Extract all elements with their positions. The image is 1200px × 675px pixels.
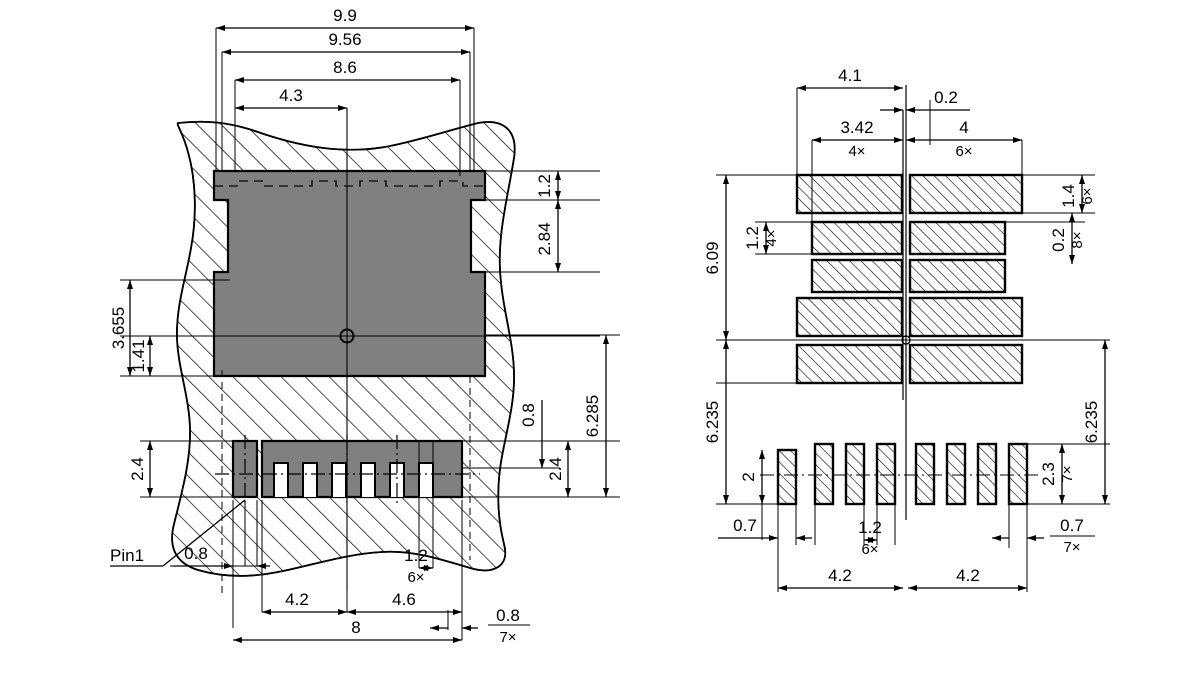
dim-label: 0.8 — [496, 606, 520, 625]
dim-label: 1.2 — [858, 518, 882, 537]
pad — [908, 258, 1007, 294]
dim-label: 2 — [739, 472, 758, 481]
left-view-group: 9.9 9.56 8.6 4.3 3.655 1.41 2.4 1.2 2.84… — [109, 6, 620, 646]
pad — [795, 343, 904, 385]
pad — [945, 442, 967, 506]
pad — [908, 220, 1007, 256]
dim-multiplier: 6× — [407, 569, 424, 586]
connector-slots — [273, 462, 434, 497]
pin1-label: Pin1 — [110, 546, 144, 565]
dim-label: 4.2 — [956, 566, 980, 585]
dim-label: 3.42 — [840, 118, 873, 137]
right-dimension-stack: 1.2 2.84 0.8 2.4 6.285 — [519, 171, 609, 497]
right-top-dimension-stack: 4.1 0.2 3.42 4× 4 6× — [797, 66, 1022, 160]
pad — [976, 442, 998, 506]
pad — [908, 296, 1024, 338]
right-left-dimension-stack: 6.09 1.2 4× 6.235 2 — [703, 175, 780, 504]
pad — [914, 442, 936, 506]
pad — [795, 173, 904, 215]
dim-label: 1.2 — [404, 546, 428, 565]
dim-multiplier: 6× — [955, 143, 972, 160]
pad — [810, 258, 904, 294]
land-pads-upper — [795, 173, 1024, 385]
pad — [810, 220, 904, 256]
dim-label: 2.84 — [535, 222, 554, 255]
dim-label: 6.09 — [703, 241, 722, 274]
dim-label: 9.56 — [328, 30, 361, 49]
dim-label: 9.9 — [333, 6, 357, 25]
dim-label: 6.235 — [1082, 401, 1101, 444]
pad — [776, 448, 798, 506]
extension-lines — [120, 28, 620, 640]
dim-label: 0.2 — [1049, 228, 1068, 252]
left-dimension-stack: 3.655 1.41 2.4 — [109, 280, 153, 497]
dim-label: 1.41 — [129, 339, 148, 372]
dim-label: 2.4 — [128, 457, 147, 481]
bottom-dimension-stack: 0.8 1.2 6× 4.2 4.6 8 0.8 7× — [173, 544, 530, 646]
dim-multiplier: 4× — [848, 143, 865, 160]
dim-label: 6.235 — [703, 401, 722, 444]
dim-multiplier: 4× — [763, 229, 780, 246]
pad — [908, 343, 1024, 385]
dim-label: 3.655 — [109, 307, 128, 350]
center-mark-icon — [901, 335, 911, 345]
pin1-callout: Pin1 — [110, 499, 246, 567]
dim-multiplier: 7× — [499, 629, 516, 646]
connector-body — [215, 435, 480, 505]
dim-label: 2.3 — [1039, 462, 1058, 486]
pad — [795, 296, 904, 338]
dim-label: 6.285 — [583, 395, 602, 438]
dim-multiplier: 7× — [1063, 539, 1080, 556]
dim-label: 0.7 — [733, 516, 757, 535]
pad — [875, 442, 897, 506]
dim-label: 8.6 — [333, 58, 357, 77]
dim-multiplier: 6× — [1079, 187, 1096, 204]
dim-label: 0.2 — [934, 88, 958, 107]
right-bottom-dimension-stack: 0.7 1.2 6× 0.7 7× 4.2 4.2 — [718, 516, 1095, 591]
package-body — [212, 169, 487, 378]
dim-multiplier: 7× — [1059, 465, 1076, 482]
right-right-dimension-stack: 1.4 6× 0.2 8× 2.3 7× 6.235 — [1039, 175, 1108, 504]
top-dimension-stack: 9.9 9.56 8.6 4.3 — [216, 6, 474, 111]
dim-label: 2.4 — [546, 457, 565, 481]
dim-label: 0.8 — [184, 544, 208, 563]
dim-label: 4.1 — [838, 66, 862, 85]
dim-label: 1.2 — [743, 226, 762, 250]
pad — [908, 173, 1024, 215]
right-view-group: 4.1 0.2 3.42 4× 4 6× 6.09 1.2 4× 6.235 2 — [703, 66, 1110, 592]
dim-label: 4 — [959, 118, 968, 137]
land-pads-lower — [776, 442, 1029, 506]
dim-label: 4.6 — [392, 590, 416, 609]
dim-multiplier: 8× — [1069, 231, 1086, 248]
pad — [813, 442, 835, 506]
dim-label: 8 — [351, 618, 360, 637]
dim-label: 4.3 — [279, 86, 303, 105]
dim-label: 0.7 — [1060, 516, 1084, 535]
dim-label: 1.2 — [535, 174, 554, 198]
dim-label: 4.2 — [828, 566, 852, 585]
pad — [844, 442, 866, 506]
dim-label: 0.8 — [519, 403, 538, 427]
dim-multiplier: 6× — [861, 541, 878, 558]
pad — [1007, 442, 1029, 506]
dim-label: 1.4 — [1059, 184, 1078, 208]
dim-label: 4.2 — [285, 590, 309, 609]
